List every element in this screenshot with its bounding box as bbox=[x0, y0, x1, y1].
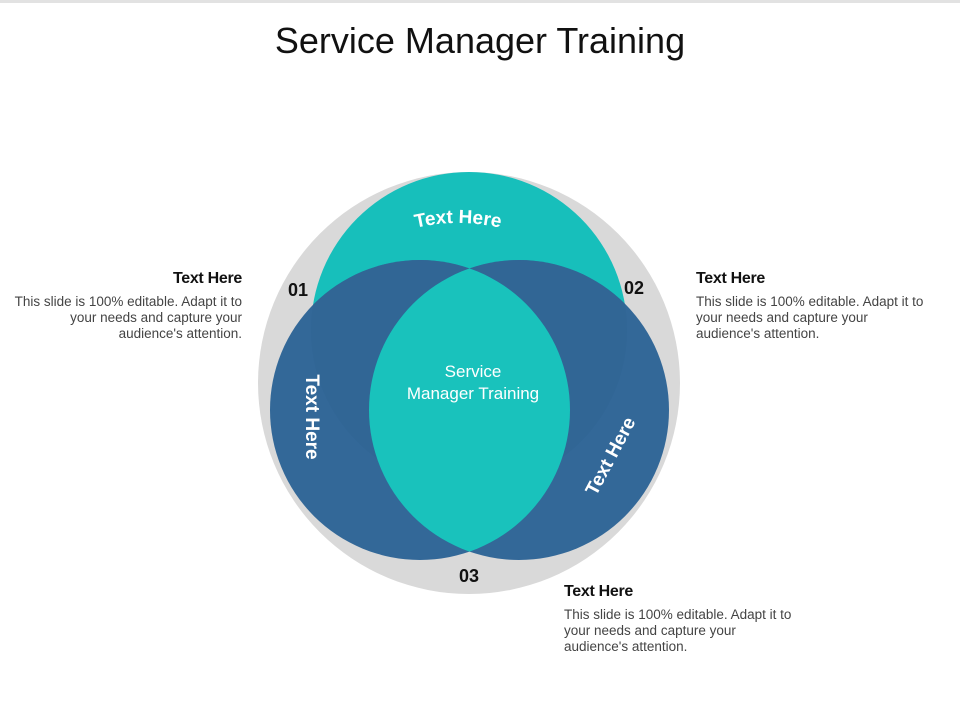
text-block-left: Text Here This slide is 100% editable. A… bbox=[12, 270, 243, 342]
text-block-bottom-body: This slide is 100% editable. Adapt it to… bbox=[564, 607, 792, 654]
number-02: 02 bbox=[624, 278, 644, 298]
text-block-right: Text Here This slide is 100% editable. A… bbox=[696, 270, 926, 342]
center-label-line-1: Service bbox=[445, 362, 502, 381]
text-block-left-heading: Text Here bbox=[172, 270, 242, 287]
text-block-bottom-heading: Text Here bbox=[564, 583, 634, 600]
page-title: Service Manager Training bbox=[274, 20, 686, 61]
number-01: 01 bbox=[288, 280, 308, 300]
text-block-right-heading: Text Here bbox=[696, 270, 766, 287]
text-block-bottom: Text Here This slide is 100% editable. A… bbox=[564, 583, 794, 655]
text-block-right-body: This slide is 100% editable. Adapt it to… bbox=[696, 294, 924, 341]
text-block-left-body: This slide is 100% editable. Adapt it to… bbox=[14, 294, 242, 341]
center-label-line-2: Manager Training bbox=[407, 384, 539, 403]
center-lens bbox=[369, 260, 570, 560]
top-divider bbox=[0, 0, 960, 3]
number-03: 03 bbox=[459, 566, 479, 586]
left-segment-label: Text Here bbox=[301, 374, 322, 459]
